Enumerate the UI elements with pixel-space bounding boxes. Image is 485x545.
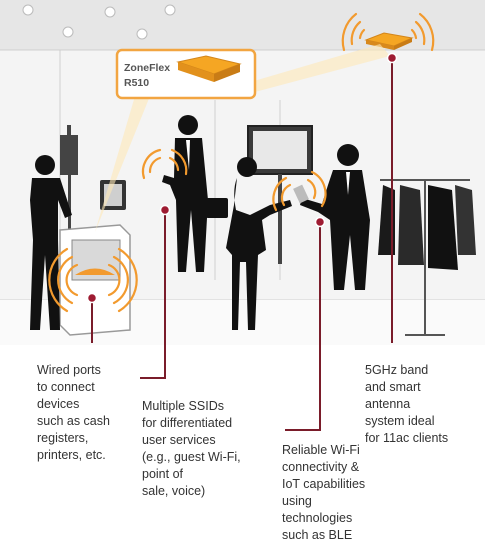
- callout-line: technologies: [282, 511, 353, 525]
- callout-line: system ideal: [365, 414, 435, 428]
- callout-line: IoT capabilities: [282, 477, 366, 491]
- dot-multiple-ssids: [159, 204, 171, 216]
- leader-multiple-ssids: [140, 210, 166, 379]
- leader-lines: [91, 58, 393, 431]
- pos-counter: [59, 180, 131, 336]
- callout-line: to connect: [37, 380, 95, 394]
- callout-line: printers, etc.: [37, 448, 106, 462]
- leader-reliable-wifi: [285, 222, 321, 431]
- callout-line: Reliable Wi-Fi: [282, 443, 360, 457]
- product-card-label: ZoneFlex R510: [124, 61, 170, 91]
- clothing-rack: [378, 179, 476, 336]
- callout-line: user services: [142, 433, 216, 447]
- callout-line: point of: [142, 467, 184, 481]
- product-model: R510: [124, 77, 150, 89]
- callout-line: devices: [37, 397, 80, 411]
- ceiling-lights: [22, 4, 176, 40]
- accent-dots: [86, 52, 398, 304]
- callout-line: Multiple SSIDs: [142, 399, 224, 413]
- callout-line: registers,: [37, 431, 89, 445]
- callout-line: such as cash: [37, 414, 110, 428]
- display-screen: [247, 125, 313, 264]
- callout-line: Wired ports: [37, 363, 101, 377]
- person-woman: [226, 157, 292, 330]
- callout-line: antenna: [365, 397, 411, 411]
- dot-band-antenna: [386, 52, 398, 64]
- callout-line: sale, voice): [142, 484, 206, 498]
- product-card: [95, 44, 390, 232]
- wifi-signal-icon: [48, 12, 435, 313]
- callout-line: 5GHz band: [365, 363, 429, 377]
- callout-line: for 11ac clients: [365, 431, 449, 445]
- dot-reliable-wifi: [314, 216, 326, 228]
- callout-wired-ports: Wired ports to connect devices such as c…: [37, 362, 110, 464]
- ceiling: [0, 0, 485, 50]
- callout-line: such as BLE: [282, 528, 353, 542]
- dot-wired-ports: [86, 292, 98, 304]
- callout-reliable-wifi: Reliable Wi-Fi connectivity & IoT capabi…: [282, 442, 365, 544]
- callout-line: and smart: [365, 380, 421, 394]
- mannequin-left: [60, 125, 78, 235]
- callout-band-antenna: 5GHz band and smart antenna system ideal…: [365, 362, 448, 447]
- callout-multiple-ssids: Multiple SSIDs for differentiated user s…: [142, 398, 241, 500]
- callout-line: (e.g., guest Wi-Fi,: [142, 450, 241, 464]
- person-businessman: [162, 115, 228, 272]
- callout-line: connectivity &: [282, 460, 360, 474]
- product-line: ZoneFlex: [124, 62, 171, 74]
- callout-line: using: [282, 494, 312, 508]
- person-customer: [293, 144, 370, 290]
- person-cashier: [30, 155, 72, 330]
- callout-line: for differentiated: [142, 416, 233, 430]
